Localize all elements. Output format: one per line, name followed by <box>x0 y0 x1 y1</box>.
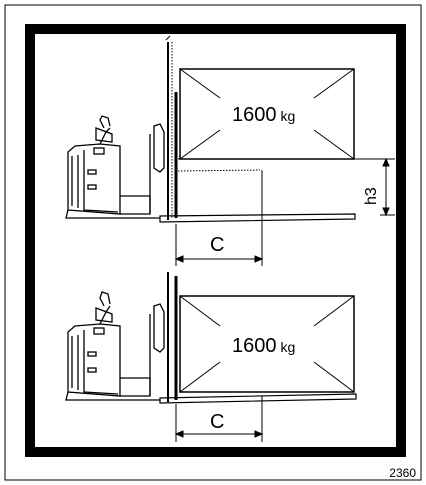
load-diagonal <box>179 295 221 327</box>
load-unit-top: kg <box>281 108 296 124</box>
fork-top <box>159 213 356 223</box>
fork-bottom <box>159 393 357 404</box>
raised-fork-line-2 <box>177 169 261 172</box>
dim-c-top <box>174 170 264 266</box>
dim-c-bottom <box>174 396 264 442</box>
load-diagonal <box>179 361 221 393</box>
load-diagonal <box>313 68 355 99</box>
load-diagonal <box>313 361 355 393</box>
load-diagonal <box>313 129 355 160</box>
load-value-bottom: 1600 <box>232 335 277 357</box>
dim-c-bottom-label: C <box>210 411 224 433</box>
load-unit-bottom: kg <box>281 339 296 355</box>
dim-h3-label: h3 <box>363 187 380 205</box>
truck-bottom <box>65 291 165 401</box>
outer-frame <box>4 4 422 481</box>
figure-reference-number: 2360 <box>389 466 416 480</box>
load-value-top: 1600 <box>232 104 277 126</box>
load-box-bottom <box>179 295 355 393</box>
load-diagonal <box>179 68 221 99</box>
mast-bottom <box>167 272 178 402</box>
truck-top <box>65 115 165 219</box>
load-box-top <box>179 68 355 160</box>
mast-top <box>165 35 178 220</box>
dim-h3 <box>354 157 395 217</box>
load-diagonal <box>179 129 221 160</box>
inner-frame <box>25 24 406 457</box>
load-diagonal <box>313 295 355 327</box>
dim-c-top-label: C <box>210 234 224 256</box>
